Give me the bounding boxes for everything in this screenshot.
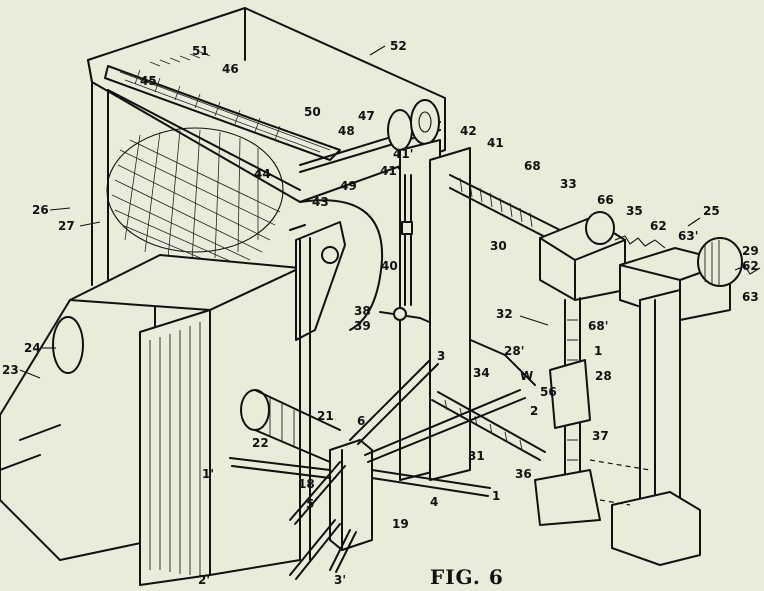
label-2: 2 <box>530 404 538 418</box>
label-1-prime: 1' <box>202 467 214 481</box>
label-42: 42 <box>460 124 477 138</box>
label-48: 48 <box>338 124 355 138</box>
label-43: 43 <box>312 195 329 209</box>
label-24: 24 <box>24 341 41 355</box>
label-63-prime: 63' <box>678 229 698 243</box>
label-2-prime: 2' <box>198 573 210 587</box>
label-30: 30 <box>490 239 507 253</box>
label-23: 23 <box>2 363 19 377</box>
label-29: 29 <box>742 244 759 258</box>
label-56: 56 <box>540 385 557 399</box>
label-52: 52 <box>390 39 407 53</box>
label-28-prime: 28' <box>504 344 524 358</box>
label-38: 38 <box>354 304 371 318</box>
label-47: 47 <box>358 109 375 123</box>
label-41-prime-b: 41' <box>380 164 400 178</box>
label-51: 51 <box>192 44 209 58</box>
label-62: 62 <box>650 219 667 233</box>
label-34: 34 <box>473 366 490 380</box>
label-45: 45 <box>140 74 157 88</box>
label-1-b: 1 <box>492 489 500 503</box>
label-68: 68 <box>524 159 541 173</box>
label-19: 19 <box>392 517 409 531</box>
label-68-prime: 68' <box>588 319 608 333</box>
label-50: 50 <box>304 105 321 119</box>
label-25: 25 <box>703 204 720 218</box>
leader-lines <box>19 45 701 379</box>
label-18: 18 <box>298 477 315 491</box>
label-35: 35 <box>626 204 643 218</box>
reference-labels: 52 51 45 46 50 47 48 42 41 41' 41' 44 49… <box>2 39 759 589</box>
upper-frame <box>87 7 446 331</box>
right-frame <box>429 147 761 566</box>
label-41-prime-a: 41' <box>393 147 413 161</box>
label-21: 21 <box>317 409 334 423</box>
label-44: 44 <box>254 167 271 181</box>
label-3-prime: 3' <box>334 573 346 587</box>
label-22: 22 <box>252 436 269 450</box>
label-39: 39 <box>354 319 371 333</box>
label-4: 4 <box>430 495 438 509</box>
label-3: 3 <box>437 349 445 363</box>
label-46: 46 <box>222 62 239 76</box>
label-66: 66 <box>597 193 614 207</box>
label-5: 5 <box>306 497 314 511</box>
label-33: 33 <box>560 177 577 191</box>
label-49: 49 <box>340 179 357 193</box>
label-62-b: 62 <box>742 259 759 273</box>
label-37: 37 <box>592 429 609 443</box>
label-1: 1 <box>594 344 602 358</box>
label-31: 31 <box>468 449 485 463</box>
label-28: 28 <box>595 369 612 383</box>
label-41: 41 <box>487 136 504 150</box>
figure-label: FIG. 6 <box>430 565 504 589</box>
label-40: 40 <box>381 259 398 273</box>
reel <box>229 359 526 580</box>
label-63: 63 <box>742 290 759 304</box>
label-26: 26 <box>32 203 49 217</box>
label-6: 6 <box>357 414 365 428</box>
label-W: W <box>520 369 533 383</box>
label-36: 36 <box>515 467 532 481</box>
label-32: 32 <box>496 307 513 321</box>
label-27: 27 <box>58 219 75 233</box>
